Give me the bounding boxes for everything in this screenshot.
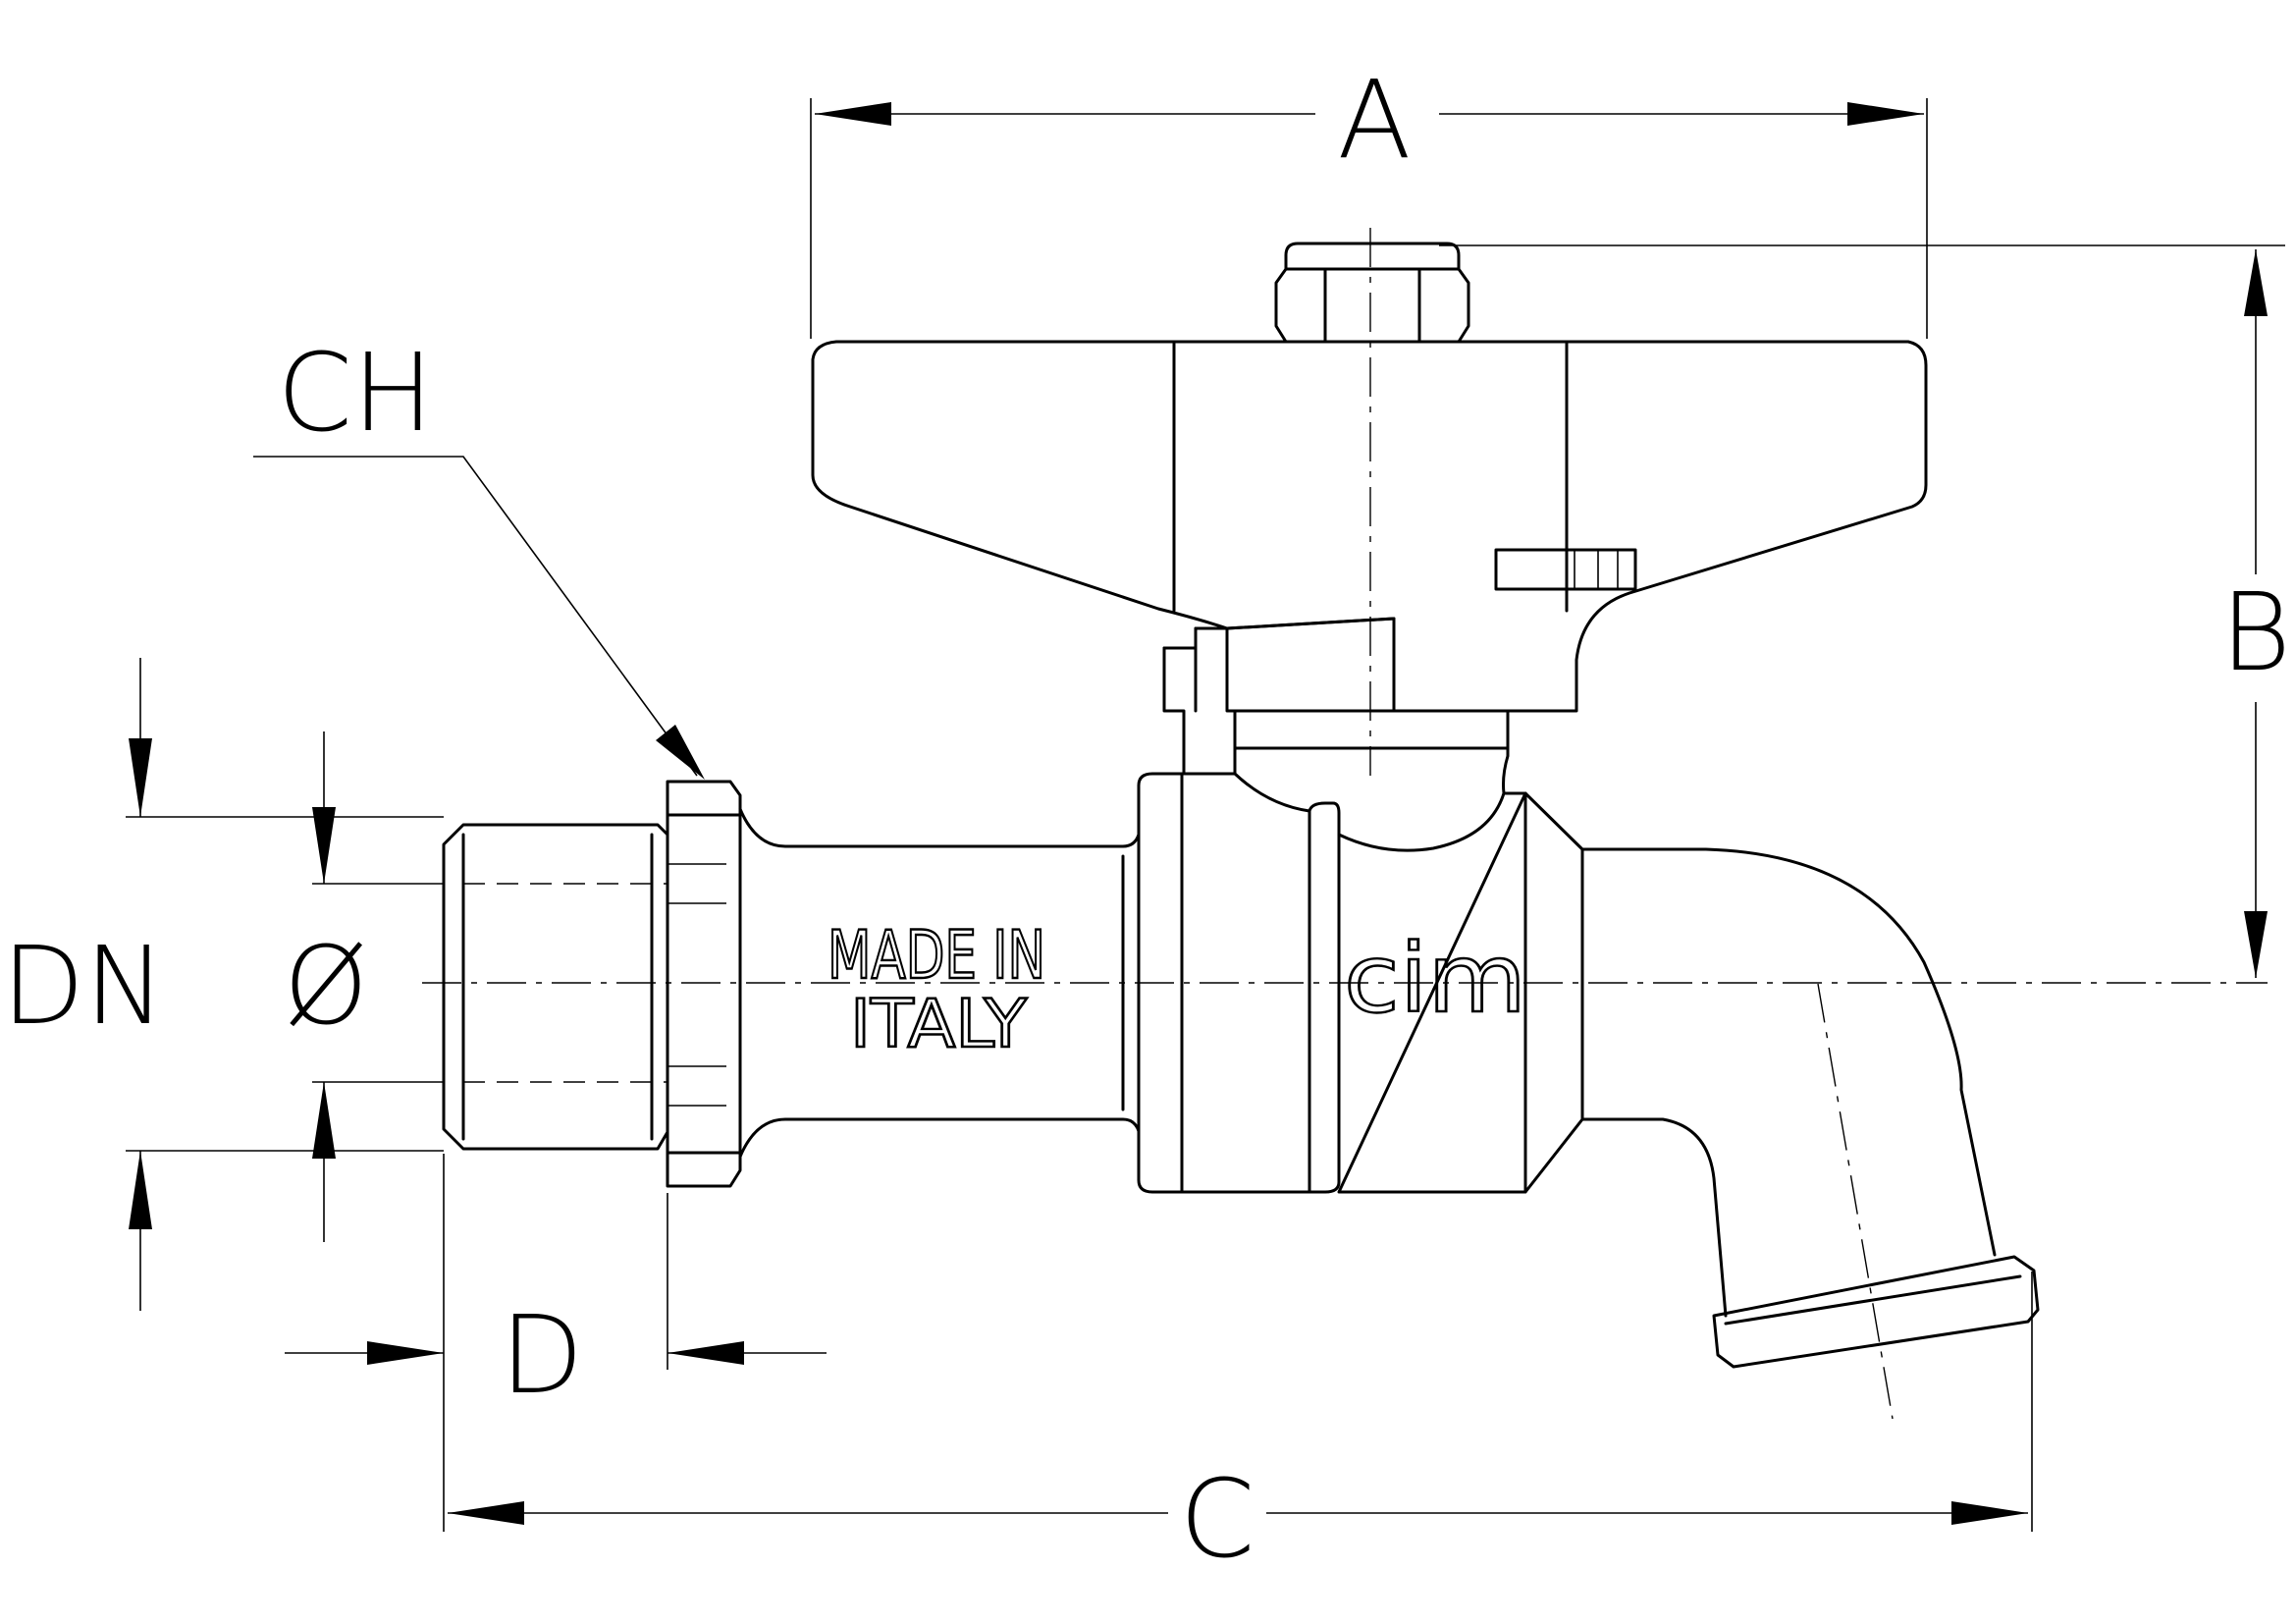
dimension-dn: DN bbox=[2, 658, 444, 1311]
dimension-label-ch: CH bbox=[277, 330, 434, 456]
dimension-label-d: D bbox=[501, 1292, 584, 1418]
marking-italy: ITALY bbox=[850, 986, 1028, 1063]
valve-body bbox=[1137, 772, 1584, 1194]
dimension-label-diameter: Ø bbox=[284, 923, 369, 1049]
body-marking: MADE IN ITALY cim bbox=[827, 916, 1527, 1064]
marking-made-in: MADE IN bbox=[828, 917, 1045, 995]
hex-nut bbox=[666, 780, 742, 1188]
dimension-c: C bbox=[443, 1154, 2033, 1582]
dimension-d: D bbox=[285, 1193, 827, 1418]
butterfly-handle[interactable] bbox=[811, 340, 1928, 713]
dimension-label-b: B bbox=[2220, 569, 2291, 695]
cim-logo: cim bbox=[1344, 924, 1526, 1034]
spout bbox=[1580, 847, 2040, 1369]
dimension-b: B bbox=[1439, 244, 2291, 978]
dimension-a: A bbox=[810, 57, 1928, 339]
handle-indicator-tab bbox=[1494, 548, 1637, 591]
threaded-inlet bbox=[442, 823, 669, 1151]
stem-hex-nut bbox=[1274, 242, 1470, 344]
dimension-label-c: C bbox=[1180, 1456, 1255, 1582]
spout-centerline bbox=[1817, 983, 1894, 1420]
dimension-label-a: A bbox=[1337, 57, 1411, 183]
dimension-ch: CH bbox=[253, 330, 705, 780]
dimension-label-dn: DN bbox=[2, 923, 166, 1049]
stem-bonnet bbox=[1162, 617, 1510, 795]
dimension-diameter: Ø bbox=[284, 731, 444, 1242]
